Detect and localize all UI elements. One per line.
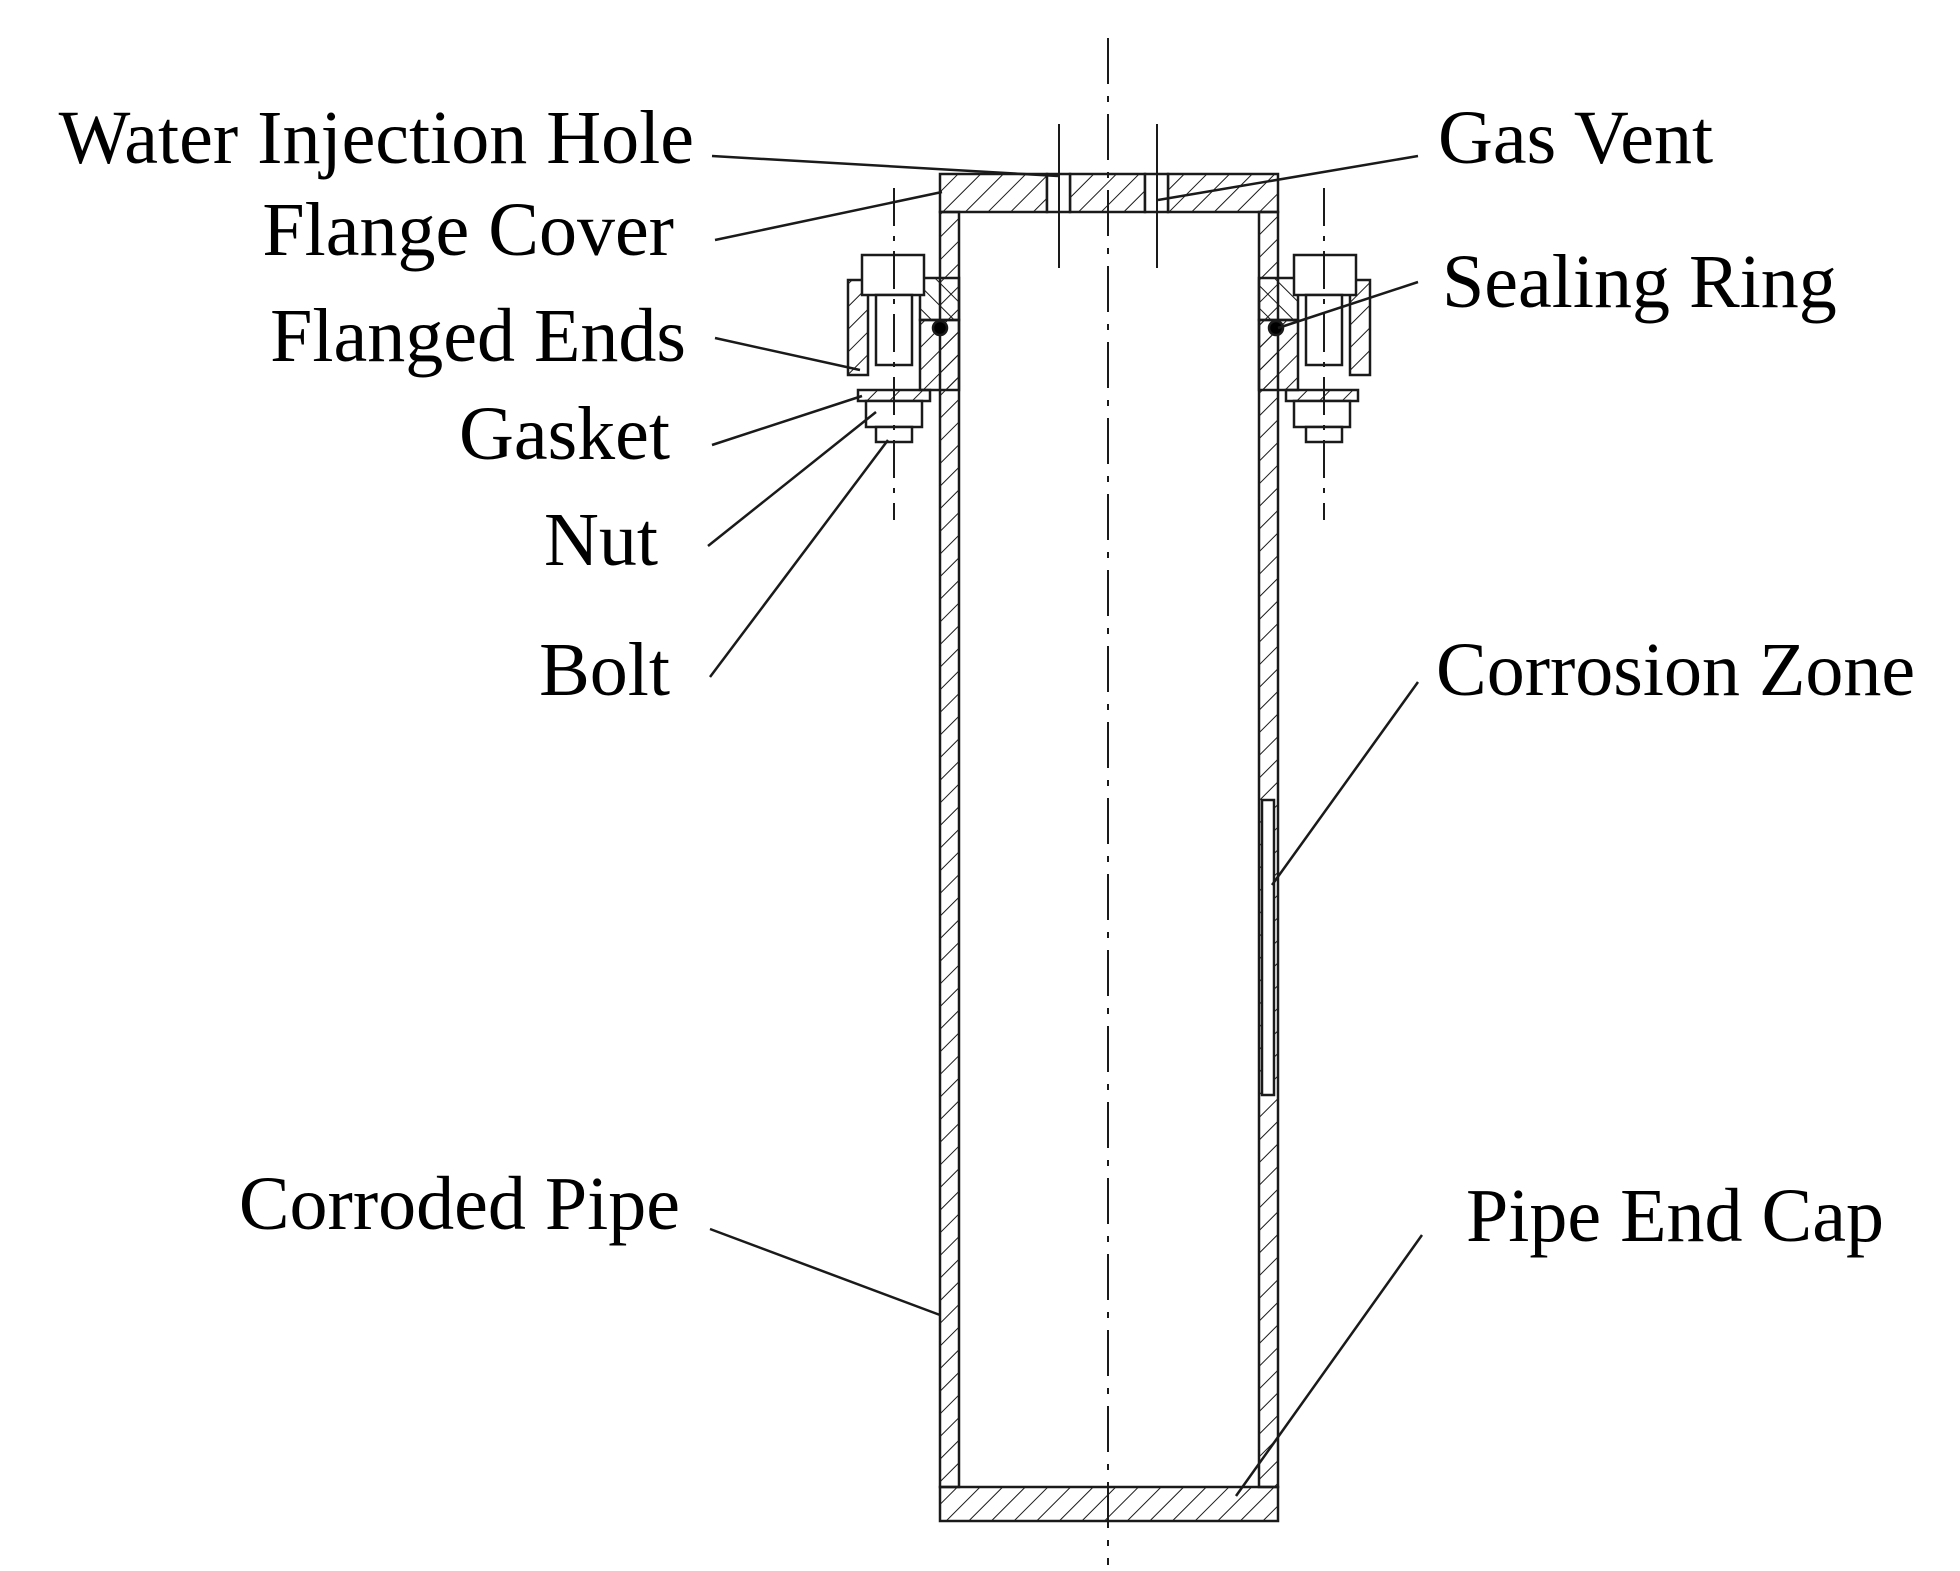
sealing-ring-left <box>931 319 949 337</box>
corrosion-zone <box>1260 798 1276 1097</box>
sealing-ring-right <box>1267 319 1285 337</box>
leader-water-injection-hole <box>711 154 1059 178</box>
leader-nut <box>707 411 877 547</box>
leader-bolt <box>709 439 889 678</box>
label-bolt: Bolt <box>539 628 670 712</box>
leader-sealing-ring <box>1277 280 1419 330</box>
leader-gas-vent <box>1157 154 1419 202</box>
leader-corroded-pipe <box>709 1227 941 1317</box>
label-gas-vent: Gas Vent <box>1438 96 1714 180</box>
flange-cover-right-skirt <box>1257 276 1300 322</box>
nut-right <box>1292 399 1352 429</box>
label-nut: Nut <box>544 498 658 582</box>
label-flanged-ends: Flanged Ends <box>270 294 686 378</box>
label-water-injection-hole: Water Injection Hole <box>58 96 694 180</box>
flange-left-outer <box>846 278 870 377</box>
label-corrosion-zone: Corrosion Zone <box>1436 628 1916 712</box>
leader-flange-cover <box>714 190 943 242</box>
label-pipe-end-cap: Pipe End Cap <box>1466 1174 1884 1258</box>
leader-pipe-end-cap <box>1234 1234 1424 1497</box>
flange-cover-plate-mid <box>1068 172 1147 214</box>
label-sealing-ring: Sealing Ring <box>1442 240 1837 324</box>
label-corroded-pipe: Corroded Pipe <box>238 1162 680 1246</box>
flange-cover-plate-left <box>938 172 1049 214</box>
leader-flanged-ends <box>714 336 861 372</box>
leader-corrosion-zone <box>1270 681 1420 886</box>
flange-cover-plate-right <box>1166 172 1280 214</box>
flange-cover-left-skirt <box>918 276 961 322</box>
corroded-pipe-left-wall <box>938 210 961 1489</box>
label-gasket: Gasket <box>458 392 670 476</box>
leader-gasket <box>711 394 863 447</box>
gasket-right <box>1284 388 1360 403</box>
label-flange-cover: Flange Cover <box>262 188 674 272</box>
pipe-end-cap <box>938 1485 1280 1523</box>
